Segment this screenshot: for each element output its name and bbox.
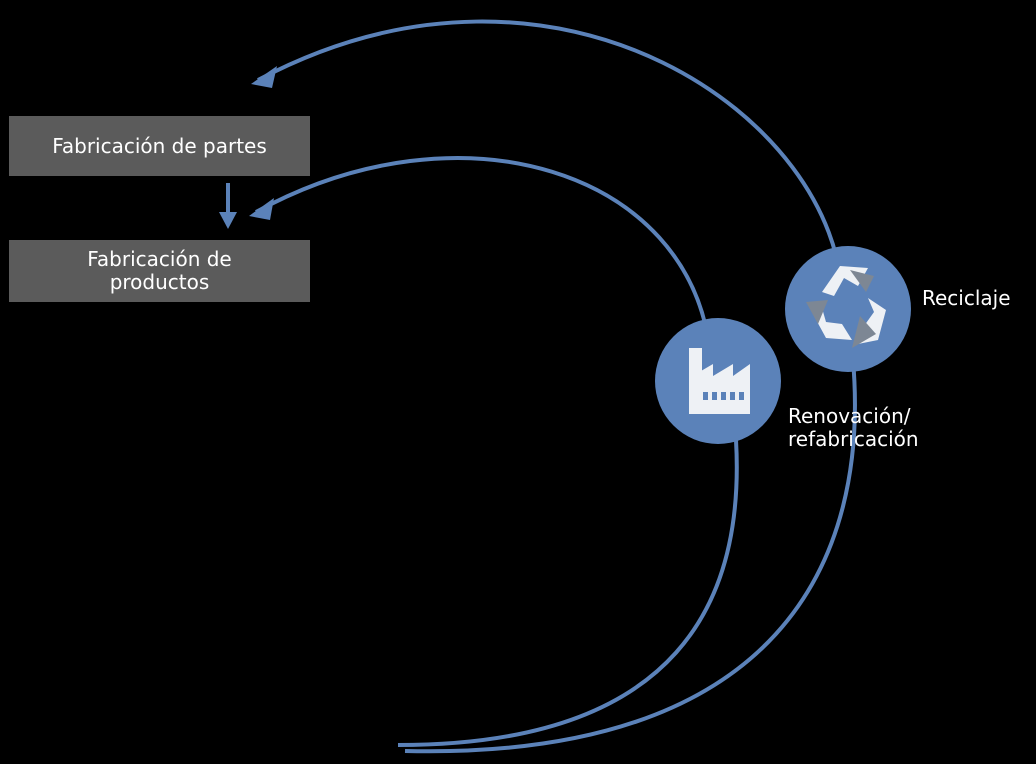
remanufacturing-label: Renovación/ refabricación [788, 404, 919, 451]
recycling-label: Reciclaje [922, 286, 1011, 310]
recycle-icon [806, 266, 886, 348]
parts-manufacturing-label: Fabricación de partes [52, 133, 267, 158]
remanufacturing-loop-arc [255, 156, 712, 353]
recycling-loop-arrowhead [251, 66, 277, 88]
product-manufacturing-box: Fabricación de productos [9, 240, 310, 302]
factory-icon [689, 348, 750, 414]
remanufacturing-return-arc [397, 439, 739, 747]
recycling-node [785, 246, 911, 372]
product-manufacturing-label: Fabricación de productos [87, 247, 232, 294]
recycling-node-circle [785, 246, 911, 372]
remanufacturing-loop-arrowhead [249, 198, 274, 220]
remanufacturing-node [655, 318, 781, 444]
recycling-return-arc [404, 359, 857, 754]
parts-manufacturing-box: Fabricación de partes [9, 116, 310, 176]
recycling-loop-arc [257, 19, 844, 301]
parts-to-products-arrowhead [219, 212, 237, 229]
